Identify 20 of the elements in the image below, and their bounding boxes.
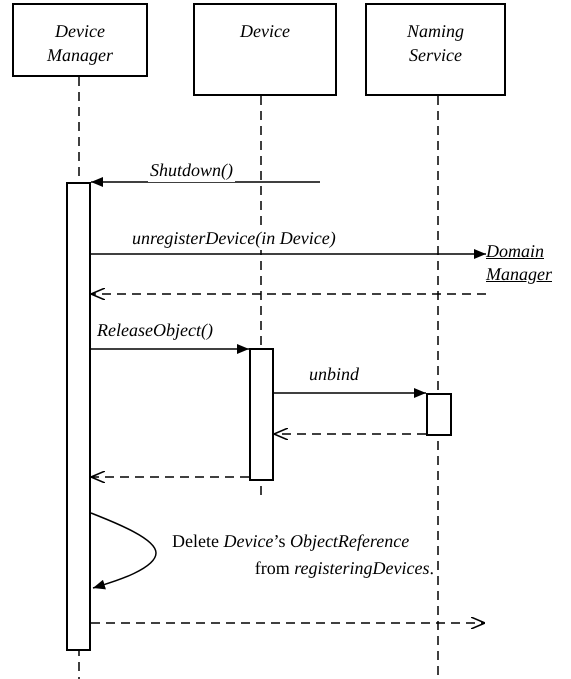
message-arrow	[274, 388, 426, 398]
message-arrow	[91, 249, 486, 259]
return-arrow	[90, 470, 249, 484]
message-label: unregisterDevice(in Device)	[130, 228, 338, 250]
lifeline-header-box	[193, 3, 337, 96]
return-arrow	[273, 427, 426, 441]
lifeline-name: Naming Service	[406, 20, 465, 68]
activation-bar	[66, 182, 91, 651]
message-arrow	[91, 177, 320, 187]
return-arrow	[91, 616, 486, 630]
lifeline-name: Device Manager	[46, 20, 114, 68]
return-arrow	[90, 287, 486, 301]
object-label: Domain Manager	[486, 240, 568, 292]
message-arrow	[91, 344, 249, 354]
lifeline-name: Device	[240, 20, 290, 43]
activation-bar	[426, 393, 452, 436]
activation-bar	[249, 348, 274, 481]
lifeline-header-box	[365, 3, 506, 96]
lifeline-header-box	[12, 3, 148, 77]
self-message-arrow	[90, 512, 157, 590]
